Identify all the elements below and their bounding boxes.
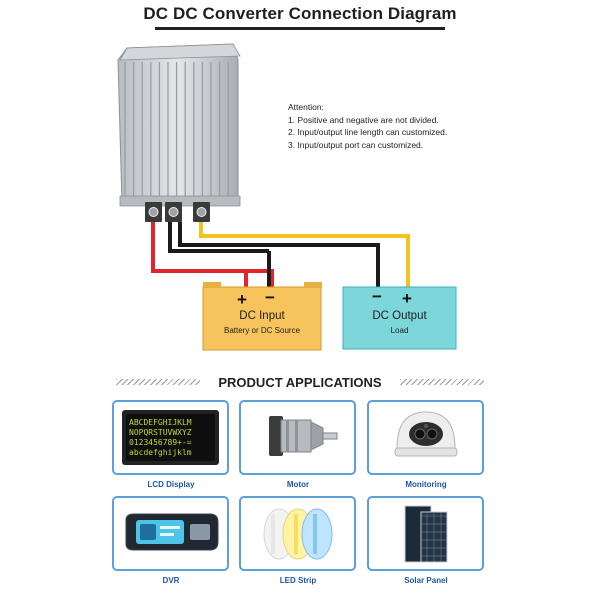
lcd-row-1: ABCDEFGHIJKLM <box>129 418 192 427</box>
solar-panel-icon <box>404 505 448 563</box>
wire-output-positive <box>199 222 410 290</box>
attention-heading: Attention: <box>288 102 324 112</box>
attention-notes: Attention: 1. Positive and negative are … <box>288 101 447 151</box>
wire-common-negative <box>178 222 380 290</box>
dc-input-box <box>202 282 322 351</box>
attention-line-1: 1. Positive and negative are not divided… <box>288 114 439 125</box>
attention-line-3: 3. Input/output port can customized. <box>288 139 424 150</box>
dc-input-label: DC Input Battery or DC Source <box>203 310 321 335</box>
application-card-led-strip <box>239 496 356 571</box>
terminal-screw-2 <box>168 207 179 217</box>
dvr-mirror-icon <box>125 513 219 551</box>
lcd-row-4: abcdefghijklm <box>129 448 192 457</box>
attention-line-2: 2. Input/output line length can customiz… <box>288 127 448 137</box>
lcd-display-icon: ABCDEFGHIJKLM NOPQRSTUVWXYZ 0123456789+-… <box>122 410 219 465</box>
application-card-motor <box>239 400 356 475</box>
dc-input-subtitle: Battery or DC Source <box>223 326 301 335</box>
connection-diagram <box>117 43 457 351</box>
heading-hatch-right <box>400 379 484 385</box>
dc-input-title: DC Input <box>239 310 285 322</box>
lcd-row-3: 0123456789+-= <box>129 438 192 447</box>
application-label-led-strip: LED Strip <box>279 576 317 585</box>
wire-negative-input <box>168 222 269 253</box>
application-label-lcd: LCD Display <box>147 480 195 489</box>
terminal-screw-1 <box>148 207 159 217</box>
application-label-motor: Motor <box>286 480 310 489</box>
title-underline <box>155 27 445 30</box>
lcd-row-2: NOPQRSTUVWXYZ <box>129 428 192 437</box>
application-card-lcd: ABCDEFGHIJKLM NOPQRSTUVWXYZ 0123456789+-… <box>112 400 229 475</box>
application-card-solar-panel <box>367 496 484 571</box>
converter-case <box>117 43 241 207</box>
application-label-solar-panel: Solar Panel <box>404 576 448 585</box>
dc-output-subtitle: Load <box>390 326 409 335</box>
wire-positive-input <box>151 222 274 290</box>
input-minus-sign: − <box>265 288 275 307</box>
dome-camera-icon <box>394 411 458 457</box>
diagram-title: DC DC Converter Connection Diagram <box>143 4 457 23</box>
terminal-block <box>145 202 210 222</box>
motor-icon <box>269 416 338 456</box>
led-strip-icon <box>263 508 333 560</box>
applications-heading: PRODUCT APPLICATIONS <box>218 375 382 390</box>
terminal-screw-3 <box>196 207 207 217</box>
dc-output-box <box>342 286 457 350</box>
application-card-dvr <box>112 496 229 571</box>
application-card-monitoring <box>367 400 484 475</box>
dc-output-title: DC Output <box>372 310 427 322</box>
heading-hatch-left <box>116 379 200 385</box>
output-plus-sign: + <box>402 289 412 308</box>
application-label-monitoring: Monitoring <box>405 480 447 489</box>
input-plus-sign: + <box>237 290 247 309</box>
application-label-dvr: DVR <box>162 576 180 585</box>
output-minus-sign: − <box>372 287 382 306</box>
dc-output-label: DC Output Load <box>343 310 456 335</box>
